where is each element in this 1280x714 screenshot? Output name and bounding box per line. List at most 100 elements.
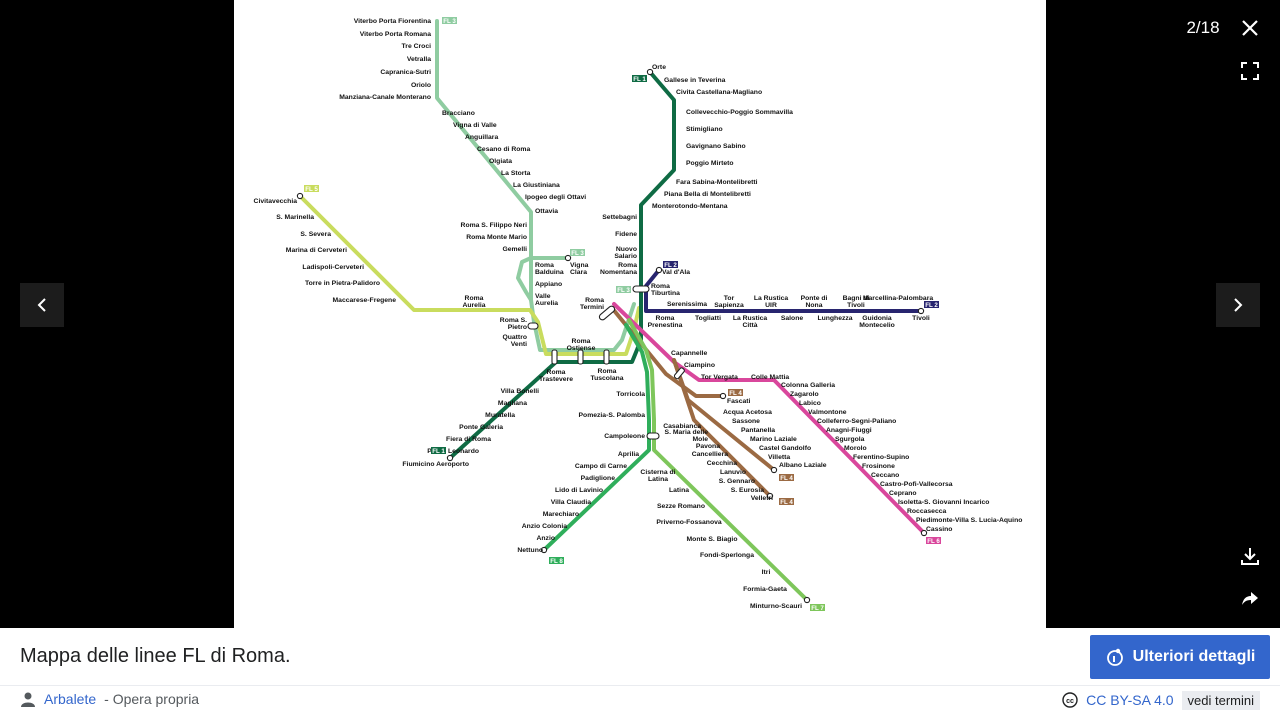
line-badge-label: FL 5 (305, 186, 318, 193)
station-label: Lunghezza (817, 315, 852, 322)
image-counter: 2/18 (1186, 18, 1220, 37)
station-marker (770, 466, 778, 474)
station-label: Campoleone (604, 433, 645, 440)
line-badge-label: FL 3 (571, 250, 584, 257)
station-marker (920, 529, 928, 537)
station-label: Piana Bella di Montelibretti (664, 191, 751, 198)
station-label: Manziana-Canale Monterano (339, 94, 431, 101)
station-label: Ottavia (535, 208, 558, 215)
station-label: Orte (652, 64, 666, 71)
chevron-right-icon (1234, 298, 1243, 312)
station-marker (719, 392, 727, 400)
license-link[interactable]: CC BY-SA 4.0 (1086, 692, 1174, 708)
station-label: Aprilia (618, 451, 639, 458)
line-badge (663, 261, 678, 268)
fl5-line (298, 194, 641, 356)
interchange-marker (598, 305, 616, 321)
station-label: Marina di Cerveteri (286, 247, 347, 254)
station-label: Formia-Gaeta (743, 586, 787, 593)
more-details-button[interactable]: Ulteriori dettagli (1090, 635, 1270, 679)
station-label: Anguillara (465, 134, 498, 141)
station-label: Colle Mattia (751, 374, 789, 381)
line-badge (779, 474, 794, 481)
station-label: Civita Castellana-Magliano (676, 89, 762, 96)
station-label: Ladispoli-Cerveteri (302, 264, 364, 271)
station-label: Ceccano (871, 472, 899, 479)
station-label: Tivoli (912, 315, 930, 322)
station-label: Valmontone (808, 409, 847, 416)
station-label: Marechiaro (543, 511, 579, 518)
line-badge-label: FL 4 (780, 475, 793, 482)
station-label: Minturno-Scauri (750, 603, 802, 610)
line-badge-label: FL 2 (925, 302, 938, 309)
station-label: Anzio Colonia (522, 523, 568, 530)
station-label: Muratella (485, 412, 515, 419)
station-marker (646, 68, 654, 76)
station-label: Vetralla (407, 56, 431, 63)
line-badge (924, 301, 939, 308)
line-badge (728, 389, 743, 396)
fl3-line (435, 19, 636, 352)
station-label: Morolo (844, 445, 867, 452)
station-label: S. Eurosia (731, 487, 764, 494)
line-badge (442, 17, 457, 24)
station-marker (655, 266, 663, 274)
station-label: Marino Laziale (750, 436, 797, 443)
station-label: Roma S.Pietro (500, 317, 527, 331)
station-label: Campo di Carne (575, 463, 627, 470)
station-label: Capannelle (671, 350, 707, 357)
chevron-left-icon (37, 298, 46, 312)
share-button[interactable] (1234, 582, 1266, 614)
station-label: Serenissima (667, 301, 707, 308)
line-badge (810, 604, 825, 611)
previous-image-button[interactable] (20, 283, 64, 327)
fl6-line (612, 302, 926, 535)
download-button[interactable] (1234, 540, 1266, 572)
author-row: Arbalete - Opera propria (20, 690, 199, 708)
next-image-button[interactable] (1216, 283, 1260, 327)
station-label: Cesano di Roma (477, 146, 530, 153)
line-badge (616, 286, 631, 293)
station-label: Cecchina (707, 460, 737, 467)
svg-text:cc: cc (1066, 698, 1074, 705)
interchange-marker (603, 349, 610, 365)
station-label: Roma Monte Mario (466, 234, 527, 241)
view-terms-button[interactable]: vedi termini (1181, 690, 1260, 710)
fl2-line (644, 268, 923, 313)
station-label: Fiera di Roma (446, 436, 491, 443)
author-link[interactable]: Arbalete (44, 691, 97, 707)
station-label: S. Gennaro (719, 478, 755, 485)
station-label: Sgurgola (835, 436, 865, 443)
station-marker (803, 596, 811, 604)
station-label: Casabianca (663, 423, 701, 430)
station-label: Poggio Mirteto (686, 160, 734, 167)
station-label: Sassone (732, 418, 760, 425)
station-label: Zagarolo (790, 391, 819, 398)
station-label: S. Severa (300, 231, 331, 238)
station-label: Gallese in Teverina (664, 77, 726, 84)
close-button[interactable] (1234, 12, 1266, 44)
station-label: Colonna Galleria (781, 382, 835, 389)
station-label: Cassino (926, 526, 952, 533)
station-label: Villa Bonelli (501, 388, 540, 395)
fullscreen-button[interactable] (1234, 55, 1266, 87)
station-marker (766, 492, 774, 500)
station-label: Acqua Acetosa (723, 409, 772, 416)
interchange-marker (551, 349, 558, 365)
station-label: Cancelliera (692, 451, 728, 458)
station-label: S. Marinella (276, 214, 314, 221)
station-label: Latina (669, 487, 689, 494)
station-label: Roma S. Filippo Neri (461, 222, 528, 229)
station-label: Fiumicino Aeroporto (402, 461, 469, 468)
